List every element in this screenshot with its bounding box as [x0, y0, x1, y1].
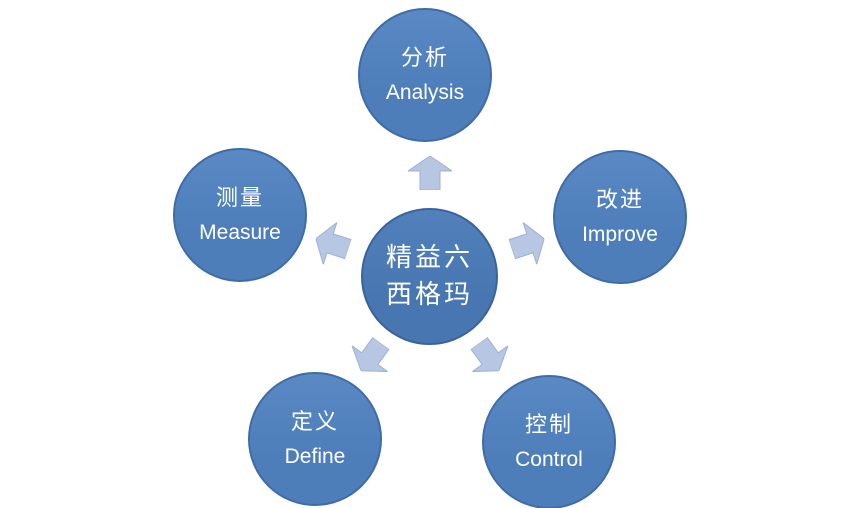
node-measure-zh-label: 测量	[215, 185, 264, 211]
center-label-line1: 精益六	[385, 242, 473, 273]
node-analysis: 分析 Analysis	[358, 8, 492, 142]
arrow-up-icon	[408, 156, 452, 190]
node-analysis-en-label: Analysis	[385, 80, 465, 104]
node-analysis-zh-label: 分析	[400, 45, 449, 71]
node-improve: 改进 Improve	[553, 150, 687, 284]
arrow-upper-left-icon	[315, 221, 352, 267]
arrow-upper-right-icon	[508, 221, 545, 267]
node-control: 控制 Control	[482, 375, 616, 508]
center-label-line2: 西格玛	[385, 279, 473, 310]
node-control-zh-label: 控制	[524, 412, 573, 438]
node-define-en-label: Define	[284, 444, 346, 468]
arrow-lower-right-icon	[470, 336, 509, 373]
node-measure-en-label: Measure	[199, 220, 281, 244]
node-improve-en-label: Improve	[582, 222, 658, 246]
node-improve-zh-label: 改进	[595, 187, 644, 213]
node-control-en-label: Control	[515, 447, 583, 471]
node-define: 定义 Define	[248, 372, 382, 506]
node-center-lean-six-sigma: 精益六 西格玛	[361, 208, 498, 345]
arrow-lower-left-icon	[351, 336, 390, 373]
node-define-zh-label: 定义	[290, 409, 339, 435]
node-measure: 测量 Measure	[173, 148, 307, 282]
